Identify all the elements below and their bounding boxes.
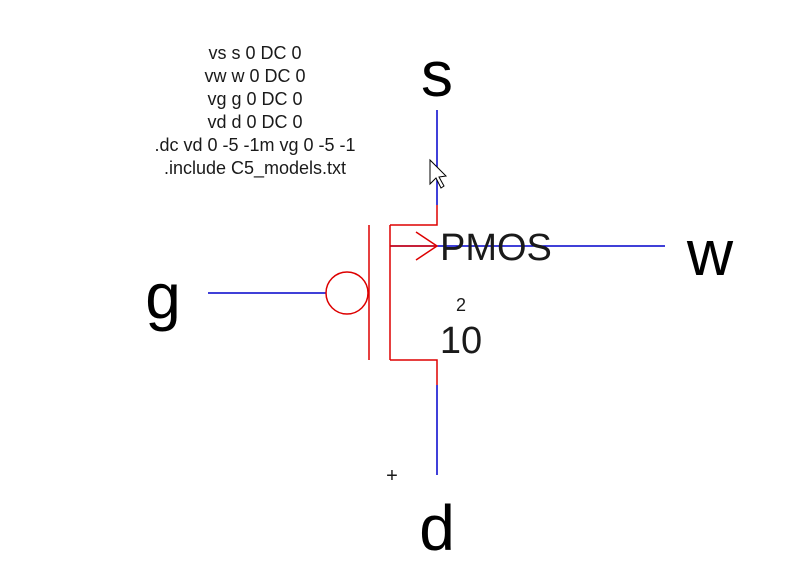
drain-node-label: d [419,492,455,564]
pmos-transistor-symbol[interactable] [325,205,439,385]
gate-inversion-bubble [325,271,369,315]
mouse-cursor-icon [429,158,448,189]
device-length-label: 2 [456,295,466,315]
source-terminal [390,205,438,226]
netlist-line: vw w 0 DC 0 [204,66,306,86]
pmos-arrow-icon [415,231,439,261]
netlist-line: .dc vd 0 -5 -1m vg 0 -5 -1 [154,135,356,155]
device-width-label: 10 [440,320,482,362]
netlist-line: vd d 0 DC 0 [207,112,303,132]
origin-marker: + [386,465,398,487]
spice-netlist: vs s 0 DC 0 vw w 0 DC 0 vg g 0 DC 0 vd d… [120,42,390,180]
netlist-line: vs s 0 DC 0 [208,43,302,63]
device-model-label: PMOS [440,227,552,269]
netlist-line: vg g 0 DC 0 [207,89,303,109]
gate-node-label: g [145,260,181,332]
netlist-line: .include C5_models.txt [163,158,347,178]
source-node-label: s [421,38,453,110]
well-node-label: w [686,217,734,289]
drain-terminal [390,359,438,385]
